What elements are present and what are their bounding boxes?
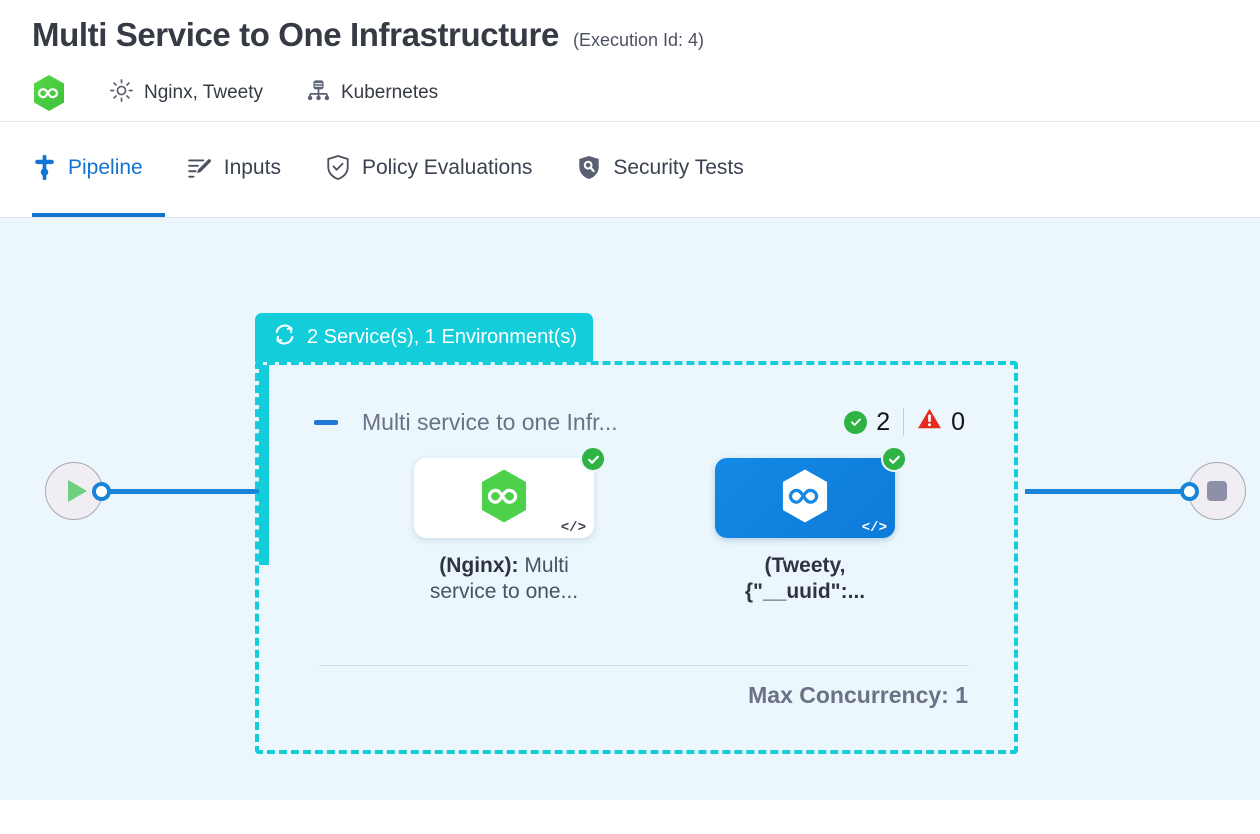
service-card-tweety: </> (Tweety, {"__uuid":...: [715, 446, 907, 605]
tab-label: Security Tests: [613, 155, 744, 179]
group-tag[interactable]: 2 Service(s), 1 Environment(s): [255, 313, 594, 362]
warning-count-value: 0: [951, 407, 965, 436]
edge-start-to-group: [100, 489, 265, 494]
kubernetes-cluster-icon: [305, 77, 332, 109]
pipeline-group: 2 Service(s), 1 Environment(s) Multi ser…: [255, 313, 1018, 754]
service-card-nginx: </> (Nginx): Multi service to one...: [414, 446, 606, 605]
tab-label: Policy Evaluations: [361, 155, 533, 179]
warning-count-group: 0: [917, 407, 965, 437]
group-name: Multi service to one Infr...: [362, 408, 618, 435]
loop-repeat-icon: [272, 322, 297, 353]
warning-triangle-icon: [917, 407, 942, 437]
edit-pencil-icon: [187, 155, 213, 181]
group-body[interactable]: Multi service to one Infr... 2: [255, 361, 1018, 754]
start-node-handle[interactable]: [92, 482, 111, 501]
count-divider: [903, 408, 905, 436]
end-node-handle[interactable]: [1180, 482, 1199, 501]
play-icon: [67, 480, 87, 502]
service-card-label: (Tweety, {"__uuid":...: [715, 553, 895, 605]
service-cards-row: </> (Nginx): Multi service to one...: [259, 437, 1014, 605]
tab-pipeline[interactable]: Pipeline: [32, 122, 165, 217]
page-title: Multi Service to One Infrastructure: [32, 16, 559, 53]
service-card-label: (Nginx): Multi service to one...: [414, 553, 594, 605]
brand-logo: [32, 74, 66, 112]
max-concurrency-label: Max Concurrency: 1: [748, 682, 968, 708]
check-circle-icon: [844, 410, 868, 434]
hexagon-infinity-icon: [479, 468, 529, 529]
tab-inputs[interactable]: Inputs: [187, 122, 303, 217]
meta-row: Nginx, Tweety Kubernetes: [32, 75, 1260, 111]
success-count-value: 2: [876, 407, 891, 436]
services-label: Nginx, Tweety: [144, 82, 263, 103]
pipeline-canvas[interactable]: 2 Service(s), 1 Environment(s) Multi ser…: [0, 218, 1260, 800]
hexagon-infinity-icon: [32, 74, 66, 112]
shield-check-icon: [325, 154, 351, 181]
stop-icon: [1207, 481, 1227, 501]
title-row: Multi Service to One Infrastructure (Exe…: [32, 16, 1260, 54]
service-card-label-bold: (Nginx):: [439, 554, 519, 577]
tab-label: Pipeline: [68, 155, 143, 179]
group-tag-label: 2 Service(s), 1 Environment(s): [307, 326, 578, 348]
group-header: Multi service to one Infr... 2: [259, 365, 1014, 437]
service-card-label-rest: Multi service to one...: [429, 554, 579, 604]
group-left-rail: [259, 365, 269, 565]
success-count-group: 2: [844, 408, 890, 437]
page-header: Multi Service to One Infrastructure (Exe…: [0, 0, 1260, 121]
code-brackets-icon[interactable]: </>: [861, 520, 887, 536]
tab-label: Inputs: [223, 155, 281, 179]
check-circle-icon: [881, 446, 907, 472]
tab-security-tests[interactable]: Security Tests: [576, 122, 765, 217]
group-counts: 2 0: [844, 407, 965, 437]
service-card-label-bold: (Tweety, {"__uuid":...: [744, 554, 866, 604]
service-card-body[interactable]: </>: [414, 446, 606, 538]
group-divider: [319, 665, 969, 666]
tab-bar: Pipeline Inputs Policy Evaluations: [0, 121, 1260, 218]
infrastructure-label: Kubernetes: [340, 82, 439, 103]
edge-group-to-end: [1025, 489, 1190, 494]
tab-policy-evaluations[interactable]: Policy Evaluations: [325, 122, 554, 217]
gear-icon: [108, 77, 135, 109]
pipeline-icon: [32, 154, 57, 181]
infrastructure-meta: Kubernetes: [305, 77, 438, 109]
services-meta: Nginx, Tweety: [108, 77, 263, 109]
check-circle-icon: [580, 446, 606, 472]
execution-id: (Execution Id: 4): [572, 30, 705, 50]
shield-search-icon: [576, 154, 602, 181]
hexagon-infinity-icon: [780, 468, 830, 529]
service-card-body[interactable]: </>: [715, 446, 907, 538]
minus-icon[interactable]: [314, 419, 338, 425]
code-brackets-icon[interactable]: </>: [560, 520, 586, 536]
